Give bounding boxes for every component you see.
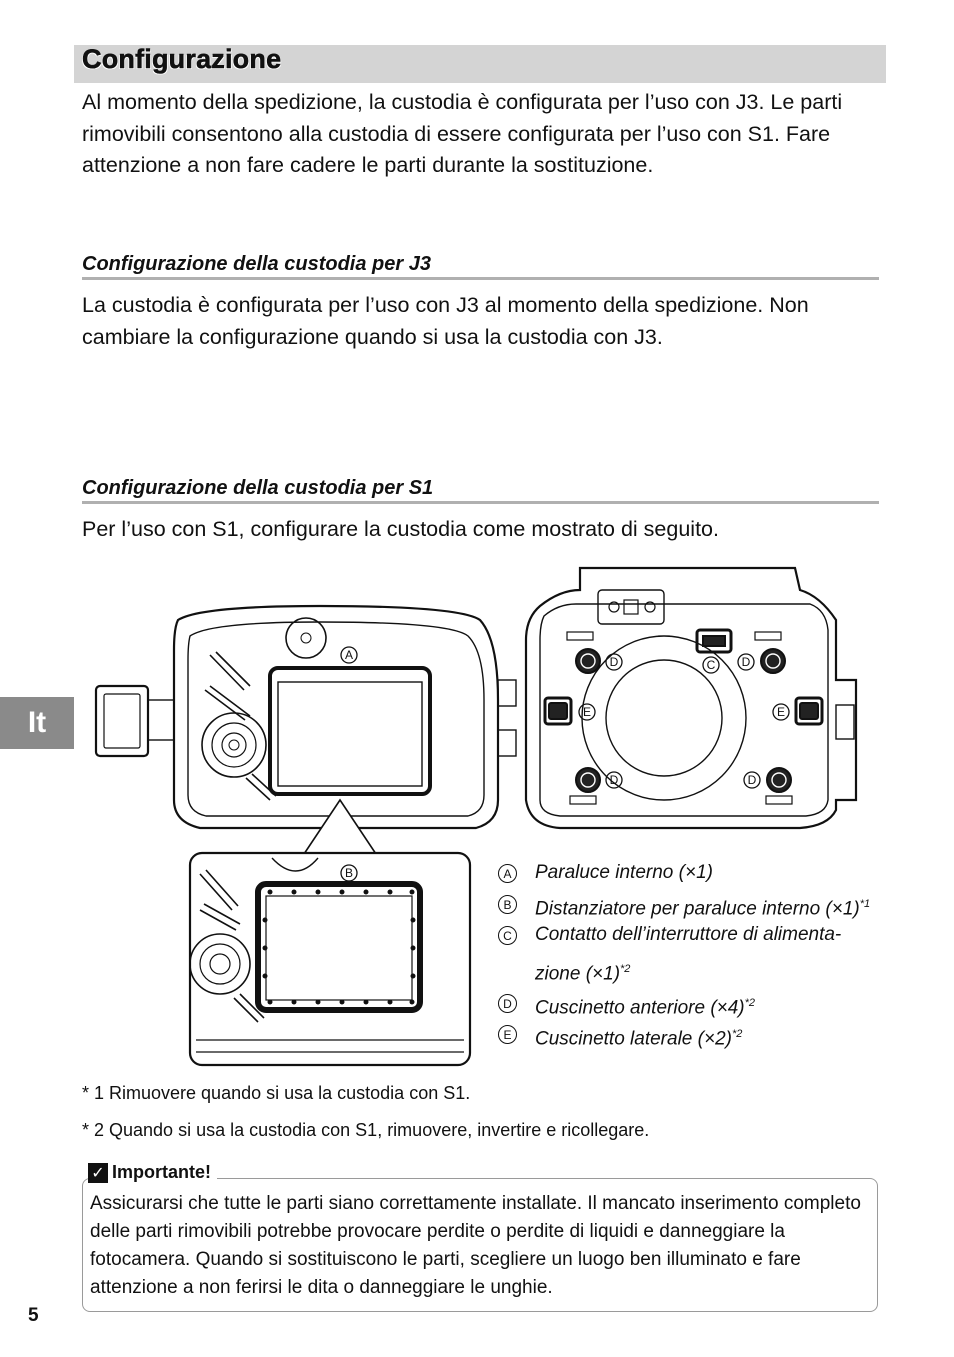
page-number: 5 [28, 1305, 39, 1326]
section-j3-heading: Configurazione della custodia per J3 [82, 253, 431, 275]
section-j3-text: La custodia è configurata per l’uso con … [82, 293, 809, 349]
legend-text: Cuscinetto laterale (×2) [535, 1028, 732, 1050]
section-j3-rule [82, 277, 879, 280]
legend-item: E Cuscinetto laterale (×2)*2 [498, 1020, 918, 1051]
legend-footnote-mark: *2 [731, 1028, 743, 1040]
legend-item: D Cuscinetto anteriore (×4)*2 [498, 989, 918, 1020]
intro-paragraph: Al momento della spedizione, la custodia… [82, 90, 843, 177]
legend-key: A [498, 864, 517, 883]
language-tab: It [0, 697, 74, 749]
important-label: Importante! [112, 1162, 211, 1182]
figure-label-c: C [707, 658, 716, 672]
legend-item: C Contatto dell’interruttore di alimenta… [498, 921, 918, 989]
legend-text: Cuscinetto anteriore (×4) [535, 997, 745, 1019]
legend-key: C [498, 926, 517, 945]
checkmark-icon: ✓ [88, 1162, 108, 1183]
legend-footnote-mark: *1 [859, 898, 871, 910]
figure-label-d: D [748, 773, 757, 787]
figure-label-b: B [345, 866, 353, 880]
important-heading: ✓ Importante! [88, 1162, 217, 1183]
figure-label-e: E [777, 705, 785, 719]
important-box [82, 1178, 878, 1312]
legend-key: D [498, 994, 517, 1013]
section-s1-rule [82, 501, 879, 504]
section-s1-text: Per l’uso con S1, configurare la custodi… [82, 517, 719, 541]
section-s1-heading: Configurazione della custodia per S1 [82, 477, 434, 499]
page-title: Configurazione [82, 44, 282, 75]
figure-label-a: A [345, 648, 353, 662]
legend-text: Distanziatore per paraluce interno (×1) [535, 898, 860, 920]
title-bar [74, 45, 886, 83]
legend-key: E [498, 1025, 517, 1044]
footnote-2: * 2 Quando si usa la custodia con S1, ri… [82, 1120, 650, 1140]
parts-legend: A Paraluce interno (×1) B Distanziatore … [498, 859, 918, 1051]
legend-key: B [498, 895, 517, 914]
legend-footnote-mark: *2 [744, 997, 756, 1009]
figure-label-d: D [610, 773, 619, 787]
legend-item: A Paraluce interno (×1) [498, 859, 918, 890]
legend-item: B Distanziatore per paraluce interno (×1… [498, 890, 918, 921]
figure-label-e: E [583, 705, 591, 719]
legend-text: Contatto dell’interruttore di alimenta- [535, 924, 842, 945]
legend-text: Paraluce interno (×1) [535, 862, 713, 883]
legend-text-continued: zione (×1) [535, 963, 621, 985]
important-text: Assicurarsi che tutte le parti siano cor… [90, 1193, 861, 1298]
figure-label-d: D [742, 655, 751, 669]
footnote-1: * 1 Rimuovere quando si usa la custodia … [82, 1083, 471, 1103]
legend-footnote-mark: *2 [620, 963, 631, 975]
figure-label-d: D [610, 655, 619, 669]
